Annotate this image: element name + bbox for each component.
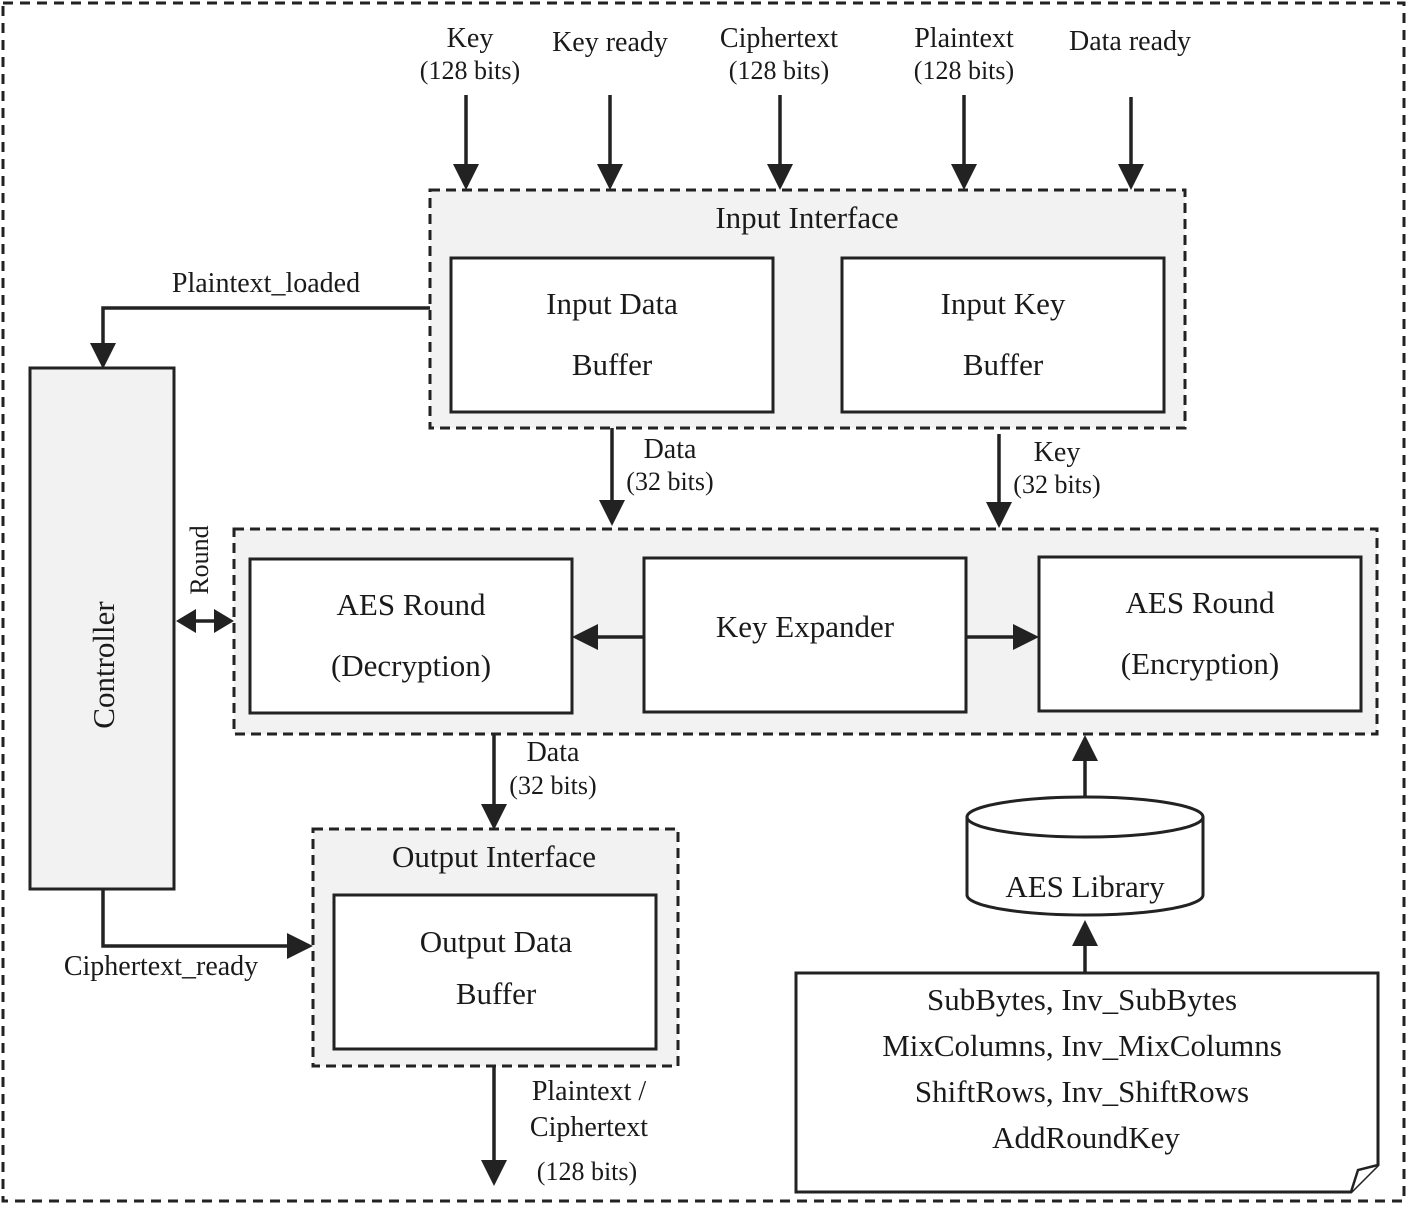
- plaintext-input-label: Plaintext: [914, 23, 1014, 54]
- function-mixcolumns: MixColumns, Inv_MixColumns: [882, 1028, 1282, 1063]
- functions-to-library-arrow: [1072, 920, 1098, 973]
- expander-to-decryption-arrow: [572, 624, 644, 650]
- expander-to-encryption-arrow: [966, 624, 1039, 650]
- ciphertext-input-arrow: [767, 95, 793, 190]
- final-output-width: (128 bits): [537, 1157, 637, 1186]
- aes-round-decryption: [248, 557, 574, 715]
- input-key-buffer: [840, 256, 1166, 414]
- output-data-buffer-line1: Output Data: [420, 924, 573, 959]
- round-bidirectional-arrow: [176, 609, 234, 633]
- data-in-width: (32 bits): [626, 467, 713, 496]
- function-addroundkey: AddRoundKey: [992, 1120, 1180, 1155]
- input-data-buffer-line2: Buffer: [572, 347, 653, 382]
- input-data-buffer: [449, 256, 775, 414]
- key-input-arrow: [453, 95, 479, 190]
- output-interface-title: Output Interface: [392, 839, 596, 874]
- data-out-width: (32 bits): [509, 771, 596, 800]
- data-ready-label: Data ready: [1069, 26, 1191, 57]
- input-key-buffer-line1: Input Key: [941, 286, 1066, 321]
- key-in-width: (32 bits): [1013, 470, 1100, 499]
- encryption-line1: AES Round: [1126, 585, 1275, 620]
- decryption-line2: (Decryption): [331, 648, 491, 683]
- key-input-width: (128 bits): [420, 56, 520, 85]
- aes-round-encryption: [1037, 555, 1363, 713]
- aes-library-label: AES Library: [1005, 869, 1165, 904]
- key-expander-label: Key Expander: [716, 609, 895, 644]
- data-ready-arrow: [1118, 97, 1144, 190]
- final-output-line2: Ciphertext: [530, 1112, 648, 1143]
- decryption-line1: AES Round: [337, 587, 486, 622]
- input-key-buffer-line2: Buffer: [963, 347, 1044, 382]
- data-in-label: Data: [644, 434, 697, 465]
- plaintext-loaded-arrow: [90, 306, 430, 369]
- data-to-output-arrow: [481, 734, 507, 830]
- ciphertext-input-width: (128 bits): [729, 56, 829, 85]
- library-functions-note: [794, 971, 1380, 1194]
- aes-library-cylinder: [965, 795, 1205, 917]
- function-shiftrows: ShiftRows, Inv_ShiftRows: [915, 1074, 1249, 1109]
- ciphertext-ready-label: Ciphertext_ready: [64, 951, 258, 982]
- data-out-label: Data: [527, 737, 580, 768]
- plaintext-input-arrow: [951, 95, 977, 190]
- controller-label: Controller: [86, 601, 121, 729]
- final-output-arrow: [481, 1066, 507, 1186]
- round-label: Round: [185, 525, 214, 594]
- key-ready-arrow: [597, 95, 623, 190]
- library-to-encryption-arrow: [1072, 735, 1098, 797]
- data-to-core-arrow: [599, 428, 625, 526]
- key-input-label: Key: [447, 23, 494, 54]
- output-data-buffer-line2: Buffer: [456, 976, 537, 1011]
- output-data-buffer: [332, 893, 658, 1051]
- encryption-line2: (Encryption): [1121, 646, 1279, 681]
- key-ready-label: Key ready: [552, 27, 668, 58]
- input-data-buffer-line1: Input Data: [546, 286, 678, 321]
- key-to-core-arrow: [986, 434, 1012, 528]
- ciphertext-input-label: Ciphertext: [720, 23, 838, 54]
- key-expander: [642, 556, 968, 714]
- key-in-label: Key: [1034, 437, 1081, 468]
- input-interface-title: Input Interface: [715, 200, 898, 235]
- function-subbytes: SubBytes, Inv_SubBytes: [927, 982, 1237, 1017]
- plaintext-input-width: (128 bits): [914, 56, 1014, 85]
- ciphertext-ready-arrow: [101, 889, 313, 959]
- final-output-line1: Plaintext /: [532, 1076, 647, 1107]
- plaintext-loaded-label: Plaintext_loaded: [172, 268, 360, 299]
